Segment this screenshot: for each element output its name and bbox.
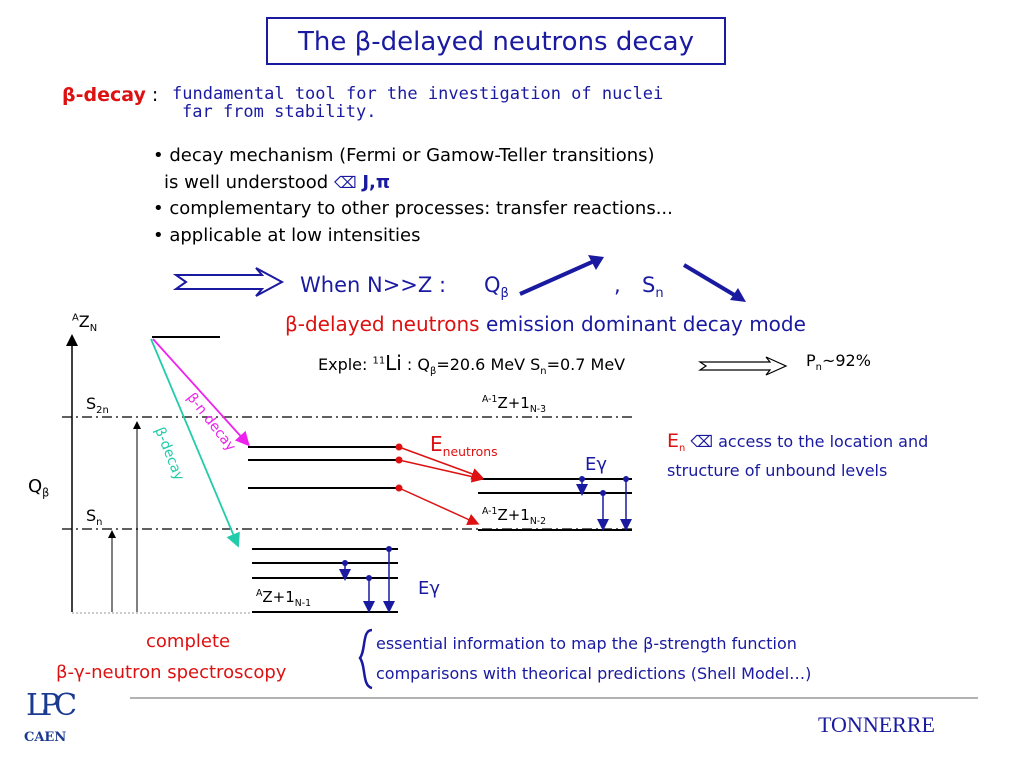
example-line: Exple: 11Li : Qβ=20.6 MeV Sn=0.7 MeV [318,351,625,377]
title-beta: β [354,27,372,57]
example-s-sub: n [540,366,547,378]
s2n-sub: 2n [96,405,109,417]
spectro-line2: β-γ-neutron spectroscopy [56,662,287,683]
example-element: Li [385,351,402,375]
d1-sup: A-1 [482,394,498,405]
a-minus-1-n2-label: A-1Z+1N-2 [482,506,546,527]
qbeta-text: Q [28,476,43,497]
daughter-sup: A [256,588,263,599]
egamma-bottom-label: Eγ [418,578,441,599]
example-s-value: =0.7 MeV [546,355,626,374]
d2-sub: N-2 [529,516,547,527]
when-q-text: Q [484,273,501,297]
example-label: Exple: [318,355,368,374]
en-note-e: E [667,430,680,452]
daughter-levels [248,446,398,613]
example-p: P [806,351,816,370]
intro-text-line1: fundamental tool for the investigation o… [172,84,664,104]
a-minus-1-n3-label: A-1Z+1N-3 [482,394,546,415]
bullet-low-intensities: • applicable at low intensities [153,225,421,246]
gamma-transitions-right [576,476,632,531]
when-q: Qβ [484,273,509,301]
bullet-understood-line: is well understood ⌫ J,π [164,172,390,193]
erase-arrow-icon-2: ⌫ [690,432,714,451]
qbeta-sub: β [42,486,50,500]
en-note-line1: En ⌫ access to the location and [667,430,928,454]
example-p-sub: n [815,362,822,374]
bullet-complementary: • complementary to other processes: tran… [153,198,673,219]
essential-line1: essential information to map the β-stren… [376,634,797,653]
lpc-logo: LPC [26,688,77,723]
example-colon: : [406,355,413,374]
eneutrons-label: Eneutrons [430,432,498,459]
example-q-value: =20.6 MeV [436,355,526,374]
en-note-sub: n [679,443,686,455]
s2n-label: S2n [86,394,109,416]
dominant-red: -delayed neutrons [297,312,480,336]
d1-sub: N-3 [529,404,547,415]
qbeta-label: Qβ [28,476,49,500]
egamma-top-label: Eγ [585,454,608,475]
dominant-blue: emission dominant decay mode [479,312,806,336]
en-note-text1: access to the location and [713,432,929,451]
sn-sub: n [96,517,103,529]
d2-sup: A-1 [482,506,498,517]
up-arrow-icon [519,255,604,296]
bullet-understood-text: is well understood [164,172,329,193]
daughter-label: AZ+1N-1 [256,588,311,609]
title-rest: -delayed neutrons decay [371,27,694,57]
when-s-text: S [642,273,656,297]
erase-arrow-icon: ⌫ [333,173,357,192]
example-pn: Pn~92% [806,351,871,373]
parent-text: Z [78,312,90,331]
essential-line2: comparisons with theorical predictions (… [376,664,812,683]
example-s: S [530,355,541,374]
title-prefix: The [298,27,355,57]
d1-text: Z+1 [497,394,530,412]
example-q-sub: β [430,366,437,378]
when-q-sub: β [500,286,509,302]
s2n-text: S [86,394,97,413]
brace-icon [358,628,373,690]
intro-colon: : [151,84,159,106]
when-comma: , [614,273,621,297]
bullet-jpi: J,π [362,172,391,193]
daughter-sub: N-1 [294,598,311,609]
dominant-mode: β-delayed neutrons emission dominant dec… [285,312,806,336]
when-s-sub: n [655,286,664,302]
example-p-value: ~92% [821,351,871,370]
parent-sub: N [89,323,98,335]
daughter-text: Z+1 [262,588,295,606]
intro-label: β-decay [62,84,146,106]
when-label: When N>>Z : [300,273,447,297]
en-note-text2: structure of unbound levels [667,461,888,480]
when-s: Sn [642,273,664,301]
page-title: The β-delayed neutrons decay [268,27,724,57]
title-box: The β-delayed neutrons decay [266,17,726,65]
beta-decay-arrow [150,338,240,548]
tonnerre-logo: TONNERRE [818,712,935,737]
parent-sup: A [72,312,79,324]
intro-line: β-decay : [62,84,158,106]
spectro-line1: complete [146,631,231,652]
dominant-beta: β [285,312,298,336]
beta-n-decay-arrow [152,338,250,447]
intro-text-line2: far from stability. [182,102,377,122]
neutron-emission-arrows [395,443,484,525]
caen-logo-text: CAEN [24,730,67,745]
gamma-transitions-bottom [339,546,395,613]
eneutrons-sub: neutrons [442,444,498,459]
eneutrons-text: E [430,432,443,456]
sn-label: Sn [86,506,102,528]
example-mass: 11 [372,355,386,367]
d2-text: Z+1 [497,506,530,524]
parent-nucleus-label: AZN [72,312,97,334]
bullet-decay-mechanism: • decay mechanism (Fermi or Gamow-Teller… [153,145,655,166]
down-arrow-icon [682,263,746,302]
example-q: Q [417,355,430,374]
implies-arrow-large [172,267,285,297]
implies-arrow-small [698,356,788,376]
sn-text: S [86,506,97,525]
